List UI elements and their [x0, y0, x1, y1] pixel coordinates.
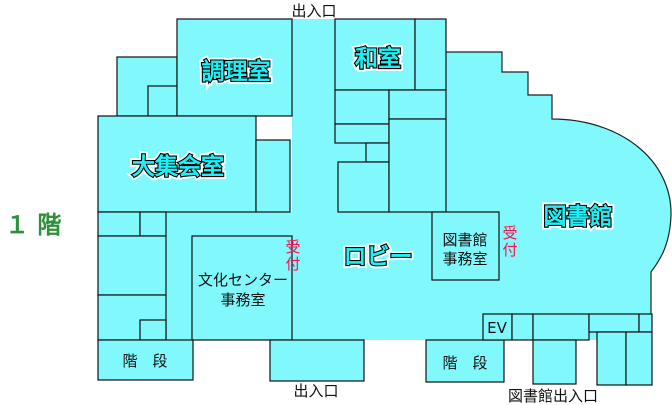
stairs-left[interactable]	[97, 339, 194, 381]
hall-label: 大集会室	[132, 153, 224, 180]
reception-library-2: 付	[502, 241, 517, 259]
room-r4[interactable]	[365, 142, 390, 163]
room-l2[interactable]	[139, 211, 167, 237]
library-outline	[446, 51, 672, 314]
culture-office-label-2: 事務室	[220, 291, 265, 309]
lobby-label: ロビー	[344, 244, 413, 270]
room-b1[interactable]	[511, 313, 534, 341]
reception-culture-1: 受	[285, 238, 300, 256]
room-l1[interactable]	[97, 211, 141, 237]
library-label-glow: 図書館	[544, 203, 613, 230]
room-r5[interactable]	[337, 161, 390, 213]
room-b7[interactable]	[625, 331, 653, 386]
room-b6[interactable]	[596, 331, 627, 386]
room-l4[interactable]	[97, 294, 167, 341]
exit-top-label: 出入口	[291, 2, 336, 20]
library-office-label-2: 事務室	[442, 250, 487, 268]
room-r1[interactable]	[334, 89, 390, 125]
floor-label: １ 階	[5, 211, 61, 239]
room-cooking[interactable]	[176, 18, 293, 117]
room-hall-annex[interactable]	[255, 139, 291, 213]
room-small-nw-inner[interactable]	[147, 85, 178, 117]
room-b2[interactable]	[532, 313, 590, 341]
room-b3[interactable]	[588, 313, 640, 333]
cooking-label-glow: 調理室	[202, 58, 271, 85]
library-office-label-1: 図書館	[442, 231, 487, 249]
room-l5[interactable]	[139, 319, 167, 341]
japanese-label-glow: 和室	[355, 45, 401, 72]
lobby-label-glow: ロビー	[344, 244, 413, 270]
room-b4[interactable]	[638, 313, 653, 333]
cooking-label: 調理室	[202, 58, 271, 85]
stairs-left-label: 階 段	[122, 352, 167, 370]
room-r2[interactable]	[388, 89, 447, 120]
library-label: 図書館	[544, 203, 613, 230]
room-culture-office[interactable]	[191, 235, 293, 341]
exit-library-label: 図書館出入口	[508, 387, 598, 405]
room-r6[interactable]	[388, 118, 447, 213]
stairs-middle[interactable]	[425, 339, 505, 383]
reception-library-1: 受	[502, 224, 517, 242]
room-r3[interactable]	[334, 123, 390, 144]
stairs-middle-label: 階 段	[442, 354, 487, 372]
room-l3[interactable]	[97, 235, 167, 296]
room-japanese-annex[interactable]	[414, 18, 447, 91]
room-library-office[interactable]	[431, 211, 500, 281]
japanese-label: 和室	[355, 45, 401, 72]
exit-bottom-label: 出入口	[293, 382, 338, 400]
elevator-label: EV	[487, 319, 507, 337]
room-hall[interactable]	[97, 115, 257, 213]
hall-label-glow: 大集会室	[132, 153, 224, 180]
room-japanese[interactable]	[334, 18, 416, 91]
exit-bottom-block[interactable]	[269, 339, 365, 382]
reception-culture-2: 付	[285, 255, 300, 273]
room-b5[interactable]	[532, 339, 577, 385]
culture-office-label-1: 文化センター	[198, 271, 288, 289]
